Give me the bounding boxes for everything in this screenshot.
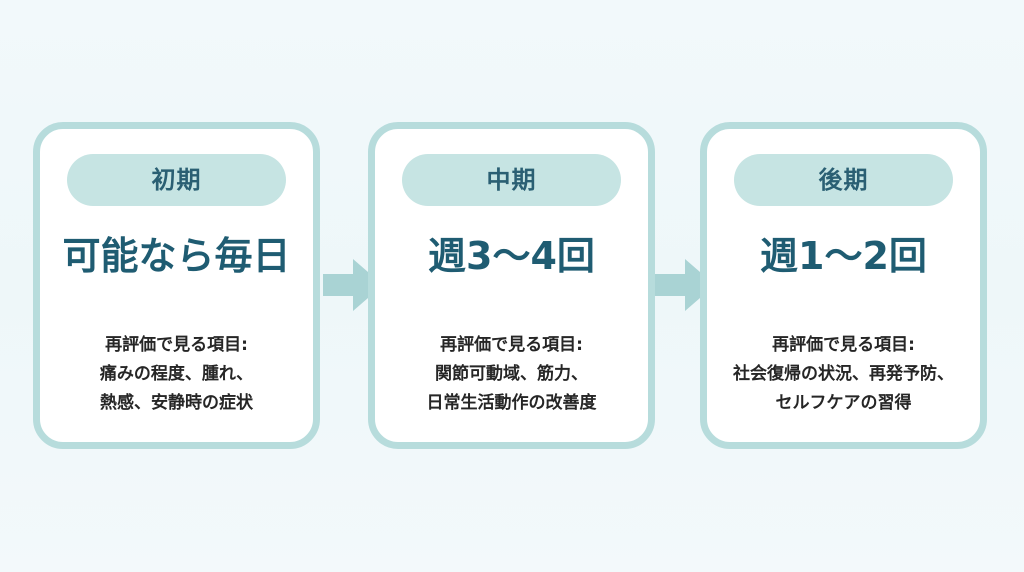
phase-label-middle: 中期 xyxy=(402,154,621,206)
evaluation-heading: 再評価で見る項目: xyxy=(440,335,583,355)
evaluation-line: セルフケアの習得 xyxy=(775,393,912,413)
evaluation-line: 関節可動域、筋力、 xyxy=(435,364,588,384)
phase-card-late: 後期 週1〜2回 再評価で見る項目: 社会復帰の状況、再発予防、 セルフケアの習… xyxy=(700,122,987,449)
phase-card-middle: 中期 週3〜4回 再評価で見る項目: 関節可動域、筋力、 日常生活動作の改善度 xyxy=(368,122,655,449)
evaluation-line: 熱感、安静時の症状 xyxy=(100,393,253,413)
evaluation-line: 社会復帰の状況、再発予防、 xyxy=(733,364,954,384)
phase-label-late: 後期 xyxy=(734,154,953,206)
evaluation-line: 日常生活動作の改善度 xyxy=(426,393,597,413)
evaluation-heading: 再評価で見る項目: xyxy=(105,335,248,355)
frequency-late: 週1〜2回 xyxy=(754,233,933,279)
evaluation-items-late: 再評価で見る項目: 社会復帰の状況、再発予防、 セルフケアの習得 xyxy=(707,331,980,418)
evaluation-heading: 再評価で見る項目: xyxy=(772,335,915,355)
evaluation-items-middle: 再評価で見る項目: 関節可動域、筋力、 日常生活動作の改善度 xyxy=(375,331,648,418)
phase-card-early: 初期 可能なら毎日 再評価で見る項目: 痛みの程度、腫れ、 熱感、安静時の症状 xyxy=(33,122,320,449)
evaluation-line: 痛みの程度、腫れ、 xyxy=(99,364,254,384)
phase-label-early: 初期 xyxy=(67,154,286,206)
frequency-middle: 週3〜4回 xyxy=(422,233,601,279)
evaluation-items-early: 再評価で見る項目: 痛みの程度、腫れ、 熱感、安静時の症状 xyxy=(40,331,313,418)
frequency-early: 可能なら毎日 xyxy=(56,233,297,279)
